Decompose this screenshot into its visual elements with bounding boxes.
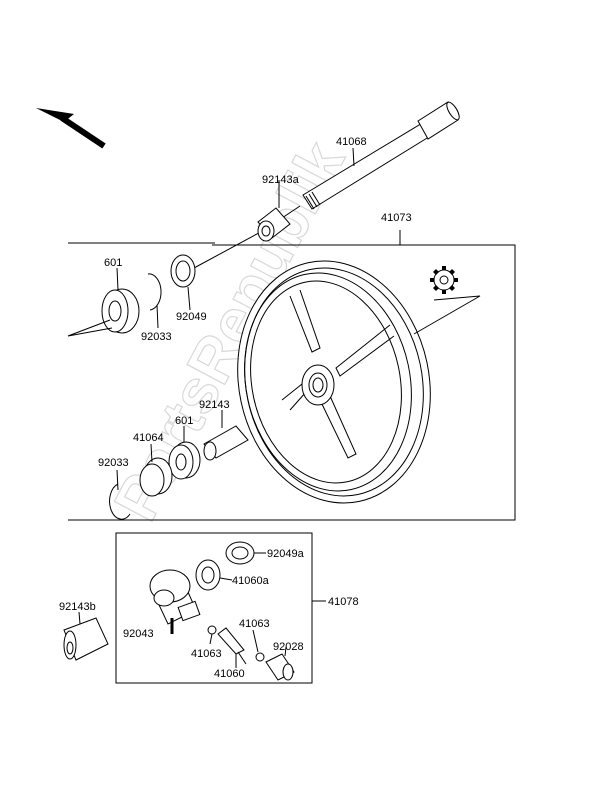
label-41064: 41064 — [133, 432, 164, 444]
seal-92049 — [170, 254, 196, 311]
label-601-top: 601 — [104, 257, 122, 269]
wheel-assembly-frame — [68, 242, 516, 521]
label-41063-right: 41063 — [239, 618, 270, 630]
spacer-92143a — [257, 180, 291, 242]
label-92033-top: 92033 — [141, 331, 172, 343]
label-41078: 41078 — [328, 596, 359, 608]
label-41073: 41073 — [381, 212, 412, 224]
gear-41060a — [195, 559, 233, 591]
label-41063-left: 41063 — [191, 648, 222, 660]
circlip-92033-top — [147, 273, 162, 329]
gear-housing — [149, 569, 201, 625]
wheel-41073 — [237, 230, 481, 504]
label-41060: 41060 — [214, 668, 245, 680]
hub-assembly-frame — [115, 532, 313, 684]
washer-41063-left — [207, 625, 217, 645]
label-92049a: 92049a — [267, 548, 305, 560]
label-92143b: 92143b — [59, 601, 96, 613]
bearing-601-mid — [168, 426, 201, 480]
axle-41068 — [302, 101, 460, 210]
label-92033-low: 92033 — [98, 457, 129, 469]
bushing-92028 — [265, 646, 295, 681]
gear-41060 — [217, 627, 247, 668]
bearing-601-top — [67, 267, 140, 337]
circlip-92033-low — [109, 469, 131, 520]
label-601-mid: 601 — [175, 415, 193, 427]
label-92043: 92043 — [123, 628, 154, 640]
label-41068: 41068 — [336, 136, 367, 148]
seal-92049a — [225, 541, 266, 565]
collar-41064 — [139, 443, 173, 497]
direction-arrow-icon — [36, 108, 106, 149]
label-92028: 92028 — [273, 641, 304, 653]
gear-icon — [430, 266, 458, 294]
label-92143a: 92143a — [262, 174, 300, 186]
spacer-92143 — [203, 410, 249, 461]
label-41060a: 41060a — [232, 575, 270, 587]
label-92049: 92049 — [176, 311, 207, 323]
spacer-92143b — [63, 611, 109, 661]
washer-41063-right — [252, 629, 265, 662]
label-92143: 92143 — [199, 399, 230, 411]
